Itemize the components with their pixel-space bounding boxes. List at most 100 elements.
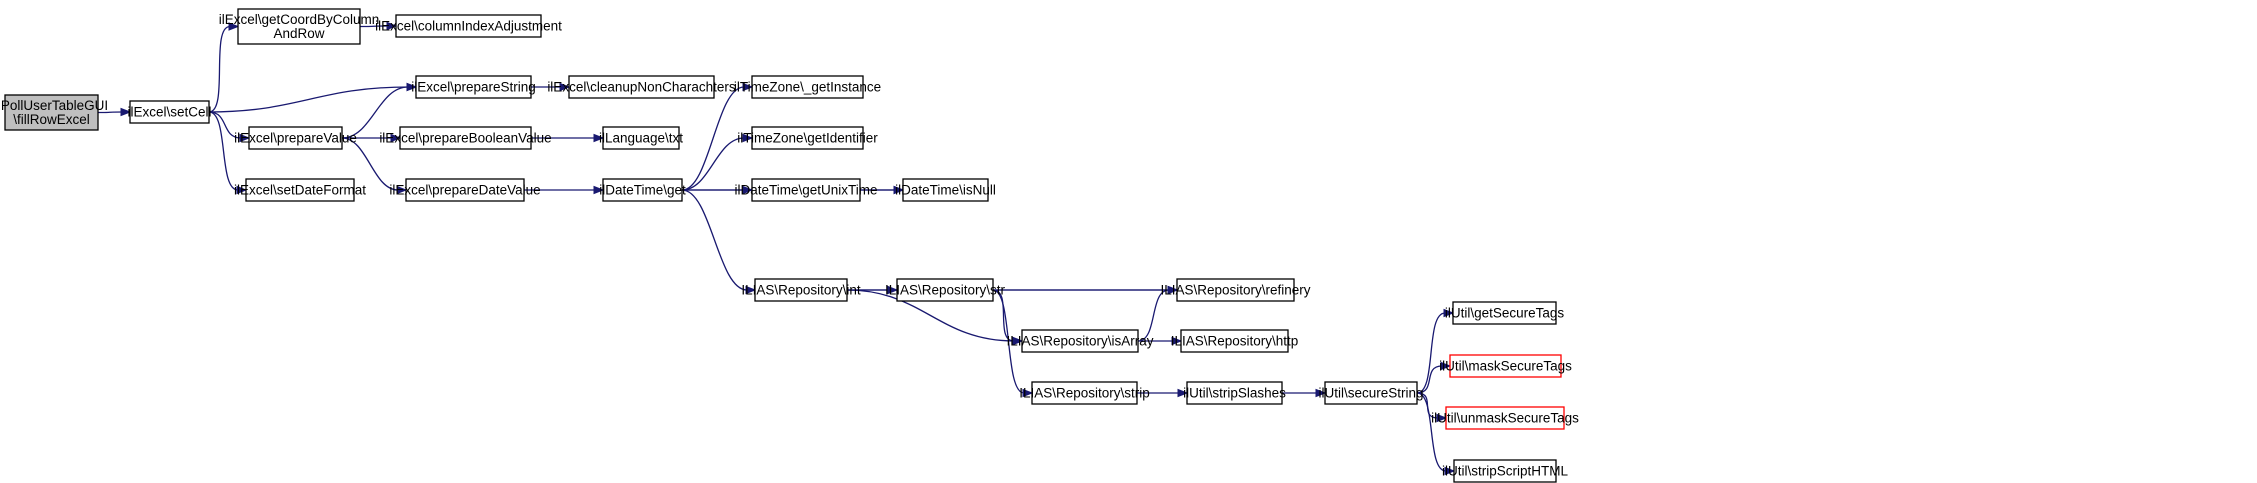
node-label: ilUtil\maskSecureTags: [1439, 359, 1572, 374]
node-box: [4, 94, 99, 131]
node-repoStrip[interactable]: ILIAS\Repository\strip: [1019, 381, 1150, 405]
node-prepareString[interactable]: ilExcel\prepareString: [411, 75, 536, 99]
edge-dateTimeGet-to-tzGetInstance: [681, 86, 745, 191]
node-repoIsArray[interactable]: ILIAS\Repository\isArray: [1006, 329, 1154, 353]
node-label: ilDateTime\getUnixTime: [734, 183, 877, 198]
node-box: [405, 178, 525, 202]
node-label: ILIAS\Repository\int: [741, 283, 861, 298]
node-prepareDateValue[interactable]: ilExcel\prepareDateValue: [389, 178, 541, 202]
node-repoHttp[interactable]: ILIAS\Repository\http: [1171, 329, 1299, 353]
edge-repoStr-to-repoStrip: [992, 289, 1025, 394]
node-box: [395, 14, 542, 38]
node-stripSlashes[interactable]: ilUtil\stripSlashes: [1183, 381, 1286, 405]
node-box: [751, 178, 861, 202]
node-label: AndRow: [273, 26, 324, 41]
node-label: ilExcel\prepareString: [411, 80, 536, 95]
node-box: [1449, 354, 1562, 378]
node-box: [1445, 406, 1565, 430]
arrowhead-fillRowExcel-to-setCell: [120, 107, 132, 117]
node-getSecureTags[interactable]: ilUtil\getSecureTags: [1445, 301, 1565, 325]
node-box: [399, 126, 532, 150]
node-label: ilDateTime\isNull: [895, 183, 996, 198]
arrowhead-prepareValue-to-prepareBooleanValue: [390, 133, 402, 143]
arrowhead-prepareValue-to-prepareString: [406, 82, 418, 92]
edge-repoInt-to-repoIsArray: [846, 289, 1015, 342]
arrowhead-prepareDateValue-to-dateTimeGet: [593, 185, 605, 195]
call-edges: [97, 21, 1456, 476]
arrowhead-repoStr-to-repoStrip: [1022, 388, 1034, 398]
node-isNull[interactable]: ilDateTime\isNull: [895, 178, 996, 202]
node-box: [1186, 381, 1283, 405]
node-box: [754, 278, 848, 302]
node-box: [751, 126, 864, 150]
edge-setCell-to-getCoordByColumnAndRow: [208, 25, 231, 113]
node-box: [1453, 459, 1557, 483]
node-repoInt[interactable]: ILIAS\Repository\int: [741, 278, 861, 302]
node-getUnixTime[interactable]: ilDateTime\getUnixTime: [734, 178, 878, 202]
edge-setCell-to-prepareString: [208, 86, 409, 113]
edge-getCoordByColumnAndRow-to-columnIndexAdjustment: [359, 25, 389, 28]
node-box: [248, 126, 343, 150]
node-label: ilDateTime\get: [599, 183, 686, 198]
node-stripScriptHTML[interactable]: ilUtil\stripScriptHTML: [1442, 459, 1569, 483]
node-tzGetInstance[interactable]: ilTimeZone\_getInstance: [734, 75, 881, 99]
arrowhead-getUnixTime-to-isNull: [893, 185, 905, 195]
node-box: [1021, 329, 1139, 353]
arrowhead-repoIsArray-to-repoHttp: [1171, 336, 1183, 346]
edge-repoIsArray-to-repoRefinery: [1137, 289, 1170, 342]
arrowhead-setCell-to-setDateFormat: [236, 185, 248, 195]
node-unmaskSecureTags[interactable]: ilUtil\unmaskSecureTags: [1431, 406, 1579, 430]
node-label: ilPollUserTableGUI: [0, 98, 108, 113]
arrowhead-repoStrip-to-stripSlashes: [1177, 388, 1189, 398]
arrowhead-repoIsArray-to-repoRefinery: [1167, 285, 1179, 295]
node-tzGetIdentifier[interactable]: ilTimeZone\getIdentifier: [737, 126, 878, 150]
node-box: [1324, 381, 1418, 405]
arrowhead-prepareBooleanValue-to-languageTxt: [593, 133, 605, 143]
node-repoStr[interactable]: ILIAS\Repository\str: [885, 278, 1006, 302]
arrowhead-stripSlashes-to-secureString: [1315, 388, 1327, 398]
node-label: ilExcel\prepareDateValue: [389, 183, 540, 198]
node-box: [896, 278, 994, 302]
node-box: [902, 178, 989, 202]
edge-setCell-to-setDateFormat: [208, 111, 239, 191]
node-prepareBooleanValue[interactable]: ilExcel\prepareBooleanValue: [379, 126, 552, 150]
arrowhead-dateTimeGet-to-tzGetInstance: [742, 82, 754, 92]
node-label: ILIAS\Repository\http: [1171, 334, 1299, 349]
node-box: [1452, 301, 1557, 325]
node-box: [129, 100, 210, 124]
node-dateTimeGet[interactable]: ilDateTime\get: [599, 178, 686, 202]
node-maskSecureTags[interactable]: ilUtil\maskSecureTags: [1439, 354, 1572, 378]
node-repoRefinery[interactable]: ILIAS\Repository\refinery: [1160, 278, 1311, 302]
node-setCell[interactable]: ilExcel\setCell: [127, 100, 212, 124]
edge-prepareValue-to-prepareDateValue: [341, 137, 399, 191]
node-languageTxt[interactable]: ilLanguage\txt: [599, 126, 683, 150]
node-secureString[interactable]: ilUtil\secureString: [1318, 381, 1424, 405]
node-label: ilUtil\getSecureTags: [1445, 306, 1565, 321]
node-cleanupNonCharachters[interactable]: ilExcel\cleanupNonCharachters: [547, 75, 736, 99]
arrowhead-secureString-to-stripScriptHTML: [1444, 466, 1456, 476]
node-box: [415, 75, 532, 99]
edge-secureString-to-maskSecureTags: [1416, 365, 1443, 394]
arrowhead-secureString-to-maskSecureTags: [1440, 361, 1452, 371]
node-fillRowExcel[interactable]: ilPollUserTableGUI\fillRowExcel: [0, 94, 108, 131]
node-label: ilExcel\prepareValue: [234, 131, 357, 146]
node-setDateFormat[interactable]: ilExcel\setDateFormat: [234, 178, 366, 202]
node-label: ilLanguage\txt: [599, 131, 683, 146]
node-label: ilExcel\setDateFormat: [234, 183, 366, 198]
node-columnIndexAdjustment[interactable]: ilExcel\columnIndexAdjustment: [375, 14, 562, 38]
arrowhead-secureString-to-getSecureTags: [1443, 308, 1455, 318]
node-label: ILIAS\Repository\refinery: [1160, 283, 1310, 298]
node-label: ilExcel\prepareBooleanValue: [379, 131, 551, 146]
node-label: ILIAS\Repository\isArray: [1006, 334, 1153, 349]
node-label: ilTimeZone\getIdentifier: [737, 131, 878, 146]
node-label: ILIAS\Repository\strip: [1019, 386, 1150, 401]
edge-setCell-to-prepareValue: [208, 111, 242, 139]
node-label: ilExcel\getCoordByColumn: [219, 12, 380, 27]
node-box: [568, 75, 715, 99]
node-box: [602, 126, 680, 150]
edge-dateTimeGet-to-tzGetIdentifier: [681, 137, 745, 191]
node-box: [1180, 329, 1289, 353]
node-prepareValue[interactable]: ilExcel\prepareValue: [234, 126, 357, 150]
